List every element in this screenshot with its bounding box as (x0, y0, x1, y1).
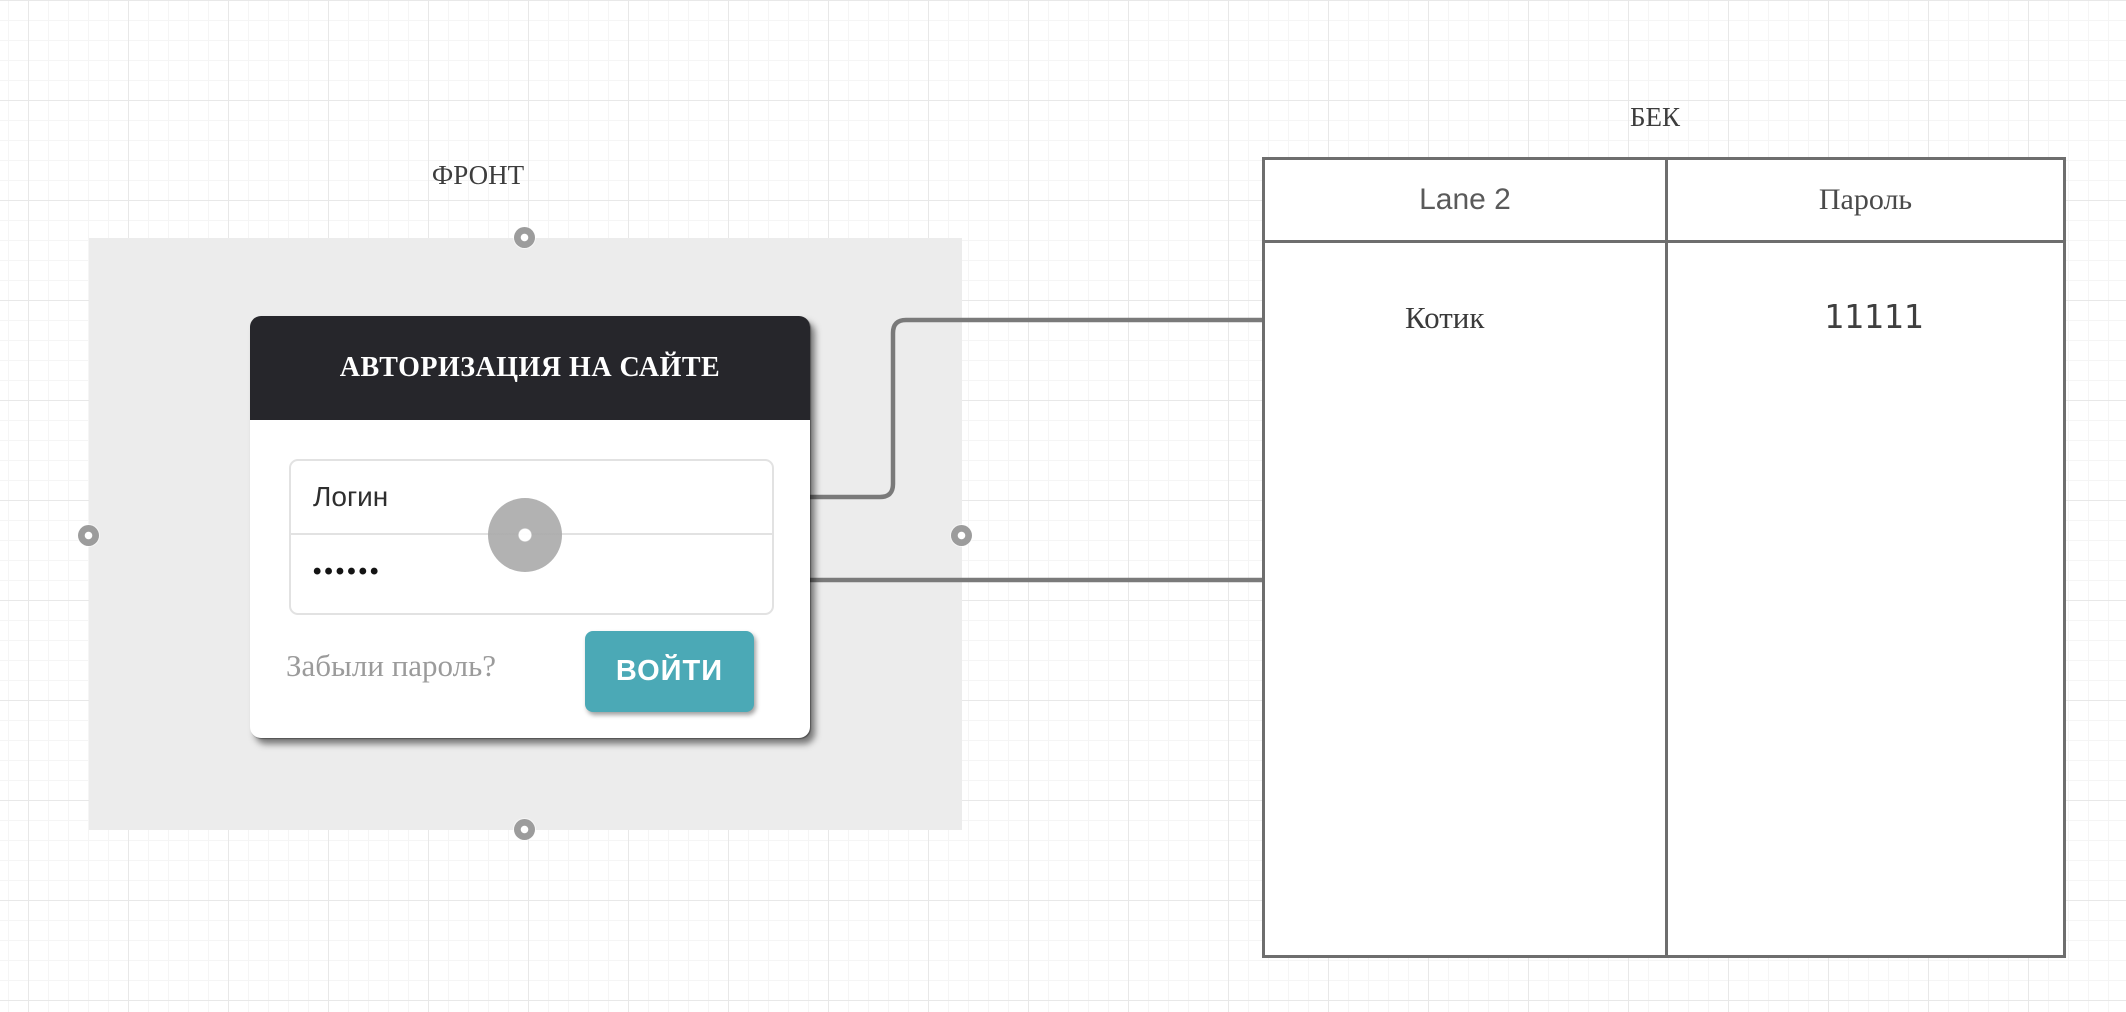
login-form-header: АВТОРИЗАЦИЯ НА САЙТЕ (250, 316, 810, 420)
center-connection-handle-icon[interactable] (488, 498, 562, 572)
backend-password-value[interactable]: 11111 (1824, 297, 1924, 336)
connection-handle-top-icon[interactable] (514, 227, 535, 248)
backend-pool-body (1265, 243, 2063, 955)
connection-handle-left-icon[interactable] (78, 525, 99, 546)
password-input-mask: •••••• (313, 558, 382, 585)
backend-login-value[interactable]: Котик (1405, 300, 1485, 335)
login-form-title: АВТОРИЗАЦИЯ НА САЙТЕ (339, 352, 721, 383)
lane-password-body[interactable] (1668, 243, 2063, 955)
edge-login-to-backend[interactable] (397, 317, 1368, 500)
login-submit-button[interactable]: ВОЙТИ (585, 631, 754, 712)
lane-header-password[interactable]: Пароль (1818, 183, 1913, 216)
connection-handle-bottom-icon[interactable] (514, 819, 535, 840)
backend-pool[interactable]: Lane 2 Пароль (1262, 157, 2066, 958)
forgot-password-link[interactable]: Забыли пароль? (286, 648, 497, 683)
lane-lane2-body[interactable] (1265, 243, 1668, 955)
password-input[interactable]: •••••• (291, 535, 772, 609)
backend-pool-header: Lane 2 Пароль (1265, 160, 2063, 243)
front-group-label: ФРОНТ (431, 160, 525, 190)
lane-header-lane2[interactable]: Lane 2 (1265, 160, 1668, 240)
login-input-value: Логин (313, 481, 389, 512)
back-pool-label: БЕК (1629, 102, 1680, 132)
connection-handle-right-icon[interactable] (951, 525, 972, 546)
